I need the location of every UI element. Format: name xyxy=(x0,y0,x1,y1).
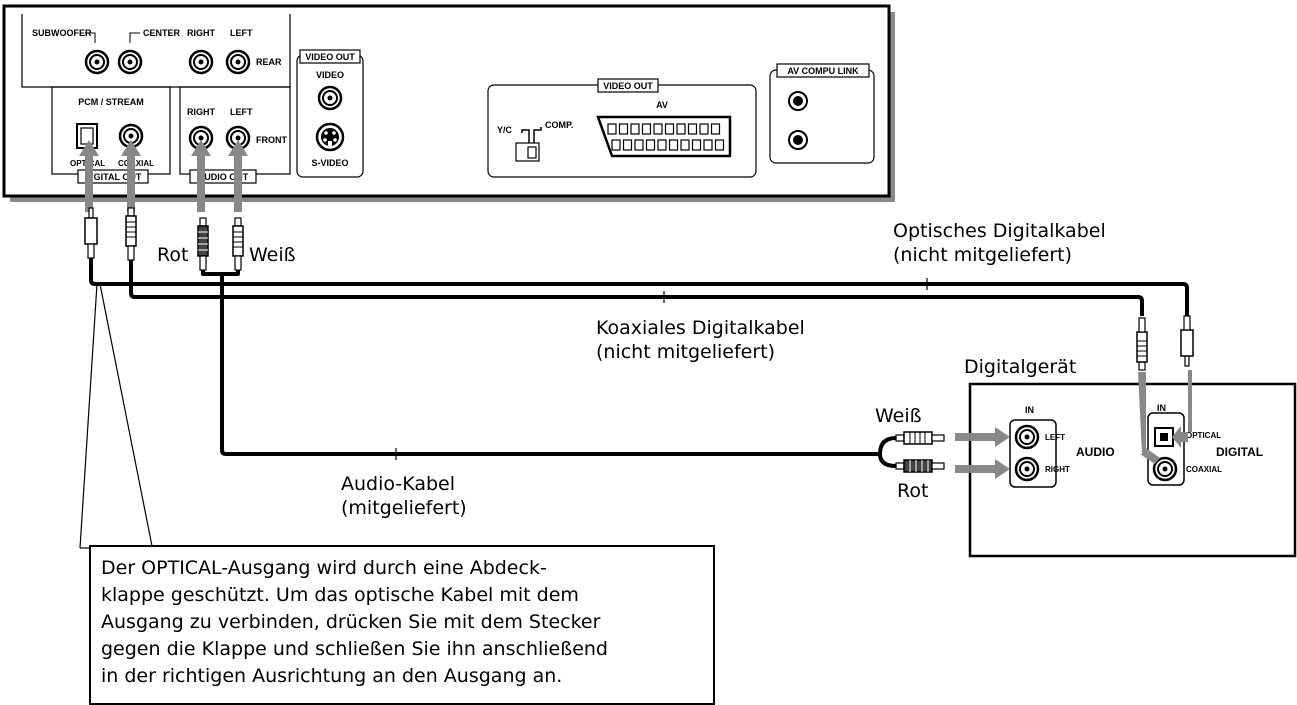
audio-in-group xyxy=(1009,419,1057,488)
compu-link-jack-1 xyxy=(788,91,808,111)
rear-left-label: LEFT xyxy=(230,28,253,38)
note-line-1: Der OPTICAL-Ausgang wird durch eine Abde… xyxy=(101,557,547,579)
subwoofer-jack xyxy=(84,49,110,75)
optical-insert-arrow xyxy=(79,140,99,212)
rear-label: REAR xyxy=(256,57,282,67)
video-jack xyxy=(317,85,343,111)
optical-plug-device xyxy=(1180,315,1194,367)
note-leader-line-right xyxy=(99,283,153,547)
digital-out-label: DIGITAL OUT xyxy=(85,172,142,182)
note-line-3: Ausgang zu verbinden, drücken Sie mit de… xyxy=(101,611,601,633)
center-label: CENTER xyxy=(143,28,181,38)
red-plug-device xyxy=(895,459,945,473)
white-insert-arrow xyxy=(228,140,248,212)
s-video-jack xyxy=(315,122,345,152)
comp-label: COMP. xyxy=(545,120,573,130)
cables xyxy=(89,258,1189,468)
note-line-2: klappe geschützt. Um das optische Kabel … xyxy=(101,584,579,606)
coaxial-insert-arrow xyxy=(121,140,141,212)
red-plug-player xyxy=(197,217,209,271)
optical-cover-note: Der OPTICAL-Ausgang wird durch eine Abde… xyxy=(89,545,715,705)
red-device-arrow xyxy=(955,459,1010,479)
front-left-label: LEFT xyxy=(230,107,253,117)
s-video-label: S-VIDEO xyxy=(311,158,348,168)
av-compu-link-label: AV COMPU LINK xyxy=(787,66,859,76)
coaxial-input-jack xyxy=(1152,456,1178,482)
audio-cable xyxy=(220,274,880,456)
av-video-out-label: VIDEO OUT xyxy=(603,81,653,91)
audio-in-right-jack xyxy=(1014,456,1040,482)
audio-in-label: IN xyxy=(1025,405,1034,415)
white-cable-label: Weiß xyxy=(249,244,296,266)
red-device-label: Rot xyxy=(897,480,928,502)
coaxial-cable xyxy=(129,260,1144,316)
rear-left-jack xyxy=(225,49,251,75)
player-rear-panel: SUBWOOFER CENTER RIGHT LEFT REAR PCM / S… xyxy=(2,4,895,202)
audio-cable-label-line1: Audio-Kabel xyxy=(341,473,455,495)
audio-cable-label-line2: (mitgeliefert) xyxy=(341,497,467,519)
coaxial-cable-label-line1: Koaxiales Digitalkabel xyxy=(596,317,805,339)
video-label: VIDEO xyxy=(316,70,344,80)
coaxial-device-arrow xyxy=(1138,372,1160,464)
audio-group-label: AUDIO xyxy=(1076,445,1115,459)
front-right-label: RIGHT xyxy=(187,107,216,117)
digital-group-label: DIGITAL xyxy=(1216,445,1263,459)
compu-link-jack-2 xyxy=(788,130,808,150)
optical-plug-player xyxy=(84,207,98,259)
pcm-stream-label: PCM / STREAM xyxy=(78,97,144,107)
coaxial-cable-label-line2: (nicht mitgeliefert) xyxy=(596,341,775,363)
yc-label: Y/C xyxy=(497,125,513,135)
coaxial-plug-player xyxy=(125,207,137,261)
subwoofer-label: SUBWOOFER xyxy=(32,28,92,38)
audio-cable-split xyxy=(878,436,897,468)
optical-cable-label-line2: (nicht mitgeliefert) xyxy=(893,244,1072,266)
digital-in-group xyxy=(1147,412,1185,486)
audio-in-right-label: RIGHT xyxy=(1045,465,1070,474)
optical-cable xyxy=(89,258,1189,316)
digital-in-optical-label: OPTICAL xyxy=(1186,431,1221,440)
device-insert-arrows xyxy=(955,370,1192,479)
digital-device-title: Digitalgerät xyxy=(964,356,1076,378)
audio-cable-joint xyxy=(201,270,240,276)
optical-cable-label-line1: Optisches Digitalkabel xyxy=(893,220,1106,242)
digital-in-label: IN xyxy=(1157,403,1166,413)
audio-in-left-label: LEFT xyxy=(1045,433,1065,442)
scart-pins xyxy=(607,123,725,151)
video-out-label: VIDEO OUT xyxy=(305,52,355,62)
red-cable-label: Rot xyxy=(157,244,188,266)
digital-device: Digitalgerät IN LEFT RIGHT AUDIO IN OPTI… xyxy=(964,356,1297,558)
white-plug-player xyxy=(232,217,244,271)
note-line-4: gegen die Klappe und schließen Sie ihn a… xyxy=(101,638,608,660)
white-device-arrow xyxy=(955,427,1010,447)
rear-right-jack xyxy=(188,49,214,75)
front-label: FRONT xyxy=(256,135,287,145)
audio-out-label: AUDIO OUT xyxy=(198,172,249,182)
digital-in-coaxial-label: COAXIAL xyxy=(1186,465,1222,474)
note-leader-line-left xyxy=(79,283,98,549)
optical-device-arrow xyxy=(1172,370,1192,448)
white-device-label: Weiß xyxy=(875,405,922,427)
note-line-5: in der richtigen Ausrichtung an den Ausg… xyxy=(101,665,563,687)
player-insert-arrows xyxy=(79,140,248,212)
red-insert-arrow xyxy=(191,140,211,212)
audio-in-left-jack xyxy=(1014,424,1040,450)
coaxial-plug-device xyxy=(1136,317,1148,371)
rear-right-label: RIGHT xyxy=(187,28,216,38)
white-plug-device xyxy=(895,431,945,445)
center-jack xyxy=(117,49,143,75)
av-label: AV xyxy=(656,100,668,110)
coaxial-out-label: COAXIAL xyxy=(118,159,154,168)
